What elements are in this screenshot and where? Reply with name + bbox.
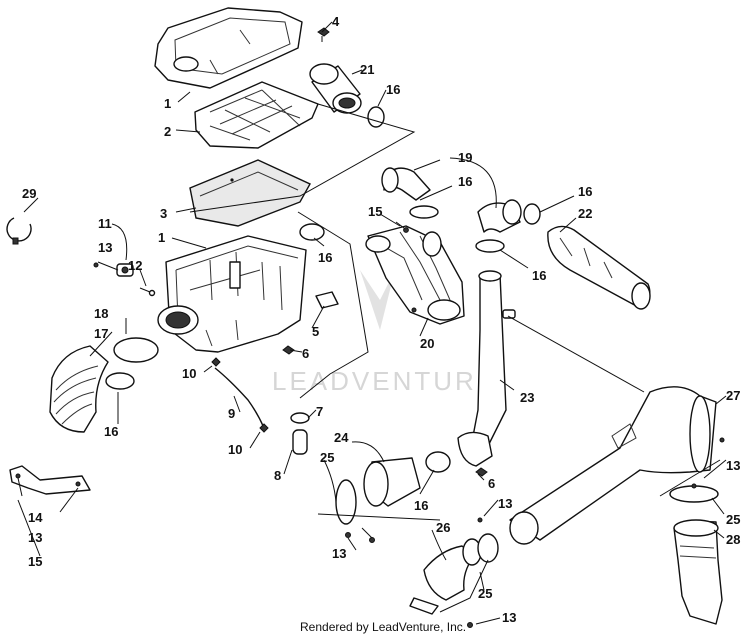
callout-10-a: 10 xyxy=(182,366,196,381)
callout-8: 8 xyxy=(274,468,281,483)
callout-22: 22 xyxy=(578,206,592,221)
callout-27: 27 xyxy=(726,388,740,403)
leader-lines xyxy=(17,21,727,625)
callout-14: 14 xyxy=(28,510,43,525)
right-elbow-duct[interactable] xyxy=(477,199,522,233)
screw[interactable] xyxy=(719,437,725,443)
retaining-ring[interactable] xyxy=(6,217,32,245)
watermark: LEADVENTURE xyxy=(272,270,497,396)
screw[interactable] xyxy=(395,221,409,233)
callout-28: 28 xyxy=(726,532,740,547)
callout-13-f: 13 xyxy=(28,530,42,545)
grommet[interactable] xyxy=(475,467,488,477)
callout-24: 24 xyxy=(334,430,349,445)
mounting-bracket[interactable] xyxy=(9,465,91,495)
callout-26: 26 xyxy=(436,520,450,535)
callout-20: 20 xyxy=(420,336,434,351)
callout-1-box: 1 xyxy=(158,230,165,245)
watermark-text: LEADVENTURE xyxy=(272,366,497,396)
filter-grid[interactable] xyxy=(194,81,319,149)
callout-19: 19 xyxy=(458,150,472,165)
outlet-boot[interactable] xyxy=(669,485,723,625)
callout-25-c: 25 xyxy=(726,512,740,527)
airbox-housing[interactable] xyxy=(157,235,307,353)
clamp[interactable] xyxy=(367,106,385,128)
callout-25-a: 25 xyxy=(320,450,334,465)
clamp[interactable] xyxy=(523,203,541,225)
callout-16-f: 16 xyxy=(578,184,592,199)
intake-boot[interactable] xyxy=(49,337,159,433)
callout-16-e: 16 xyxy=(532,268,546,283)
callout-21: 21 xyxy=(360,62,374,77)
screw[interactable] xyxy=(467,622,473,628)
grommet[interactable] xyxy=(282,345,295,355)
callout-9: 9 xyxy=(228,406,235,421)
screw[interactable] xyxy=(691,483,697,489)
callout-17: 17 xyxy=(94,326,108,341)
clamp[interactable] xyxy=(475,239,505,253)
callout-3: 3 xyxy=(160,206,167,221)
callout-16-g: 16 xyxy=(414,498,428,513)
callout-13-b: 13 xyxy=(332,546,346,561)
bracket-clip[interactable] xyxy=(315,291,339,309)
credit-text: Rendered by LeadVenture, Inc. xyxy=(300,620,467,634)
callout-29: 29 xyxy=(22,186,36,201)
callout-1: 1 xyxy=(164,96,171,111)
bolt[interactable] xyxy=(139,287,156,297)
callout-labels: 1 4 21 16 2 3 1 11 13 12 29 18 17 16 10 … xyxy=(22,14,740,625)
callout-2: 2 xyxy=(164,124,171,139)
screw[interactable] xyxy=(345,532,351,538)
callout-25-b: 25 xyxy=(478,586,492,601)
callout-13-d: 13 xyxy=(502,610,516,625)
callout-4: 4 xyxy=(332,14,340,29)
callout-13-e: 13 xyxy=(726,458,740,473)
clamp[interactable] xyxy=(409,205,439,219)
callout-7: 7 xyxy=(316,404,323,419)
callout-16-c: 16 xyxy=(318,250,332,265)
intake-manifold[interactable] xyxy=(365,225,465,325)
callout-18: 18 xyxy=(94,306,108,321)
adapter-duct[interactable] xyxy=(335,451,451,525)
callout-16-b: 16 xyxy=(104,424,118,439)
callout-5: 5 xyxy=(312,324,319,339)
callout-12: 12 xyxy=(128,258,142,273)
lower-elbow[interactable] xyxy=(409,533,499,615)
air-duct-tube[interactable] xyxy=(547,225,651,310)
intake-pipe[interactable] xyxy=(457,270,516,467)
callout-15-mid: 15 xyxy=(368,204,382,219)
screw[interactable] xyxy=(477,517,483,523)
screw[interactable] xyxy=(369,537,375,543)
screw[interactable] xyxy=(93,262,99,268)
airbox-lid[interactable] xyxy=(154,7,303,89)
callout-10-b: 10 xyxy=(228,442,242,457)
wing-screw[interactable] xyxy=(317,27,330,42)
callout-16: 16 xyxy=(386,82,400,97)
crossover-duct[interactable] xyxy=(509,386,717,545)
upper-elbow-duct[interactable] xyxy=(381,167,431,201)
callout-16-d: 16 xyxy=(458,174,472,189)
drain-hose[interactable] xyxy=(211,357,310,455)
callout-6-b: 6 xyxy=(488,476,495,491)
callout-23: 23 xyxy=(520,390,534,405)
air-filter-element[interactable] xyxy=(309,63,362,114)
clamp[interactable] xyxy=(299,223,325,241)
filter-pad[interactable] xyxy=(189,159,311,227)
callout-11: 11 xyxy=(98,216,112,231)
callout-13-c: 13 xyxy=(498,496,512,511)
callout-6-a: 6 xyxy=(302,346,309,361)
callout-15-left: 15 xyxy=(28,554,42,569)
callout-13-a: 13 xyxy=(98,240,112,255)
